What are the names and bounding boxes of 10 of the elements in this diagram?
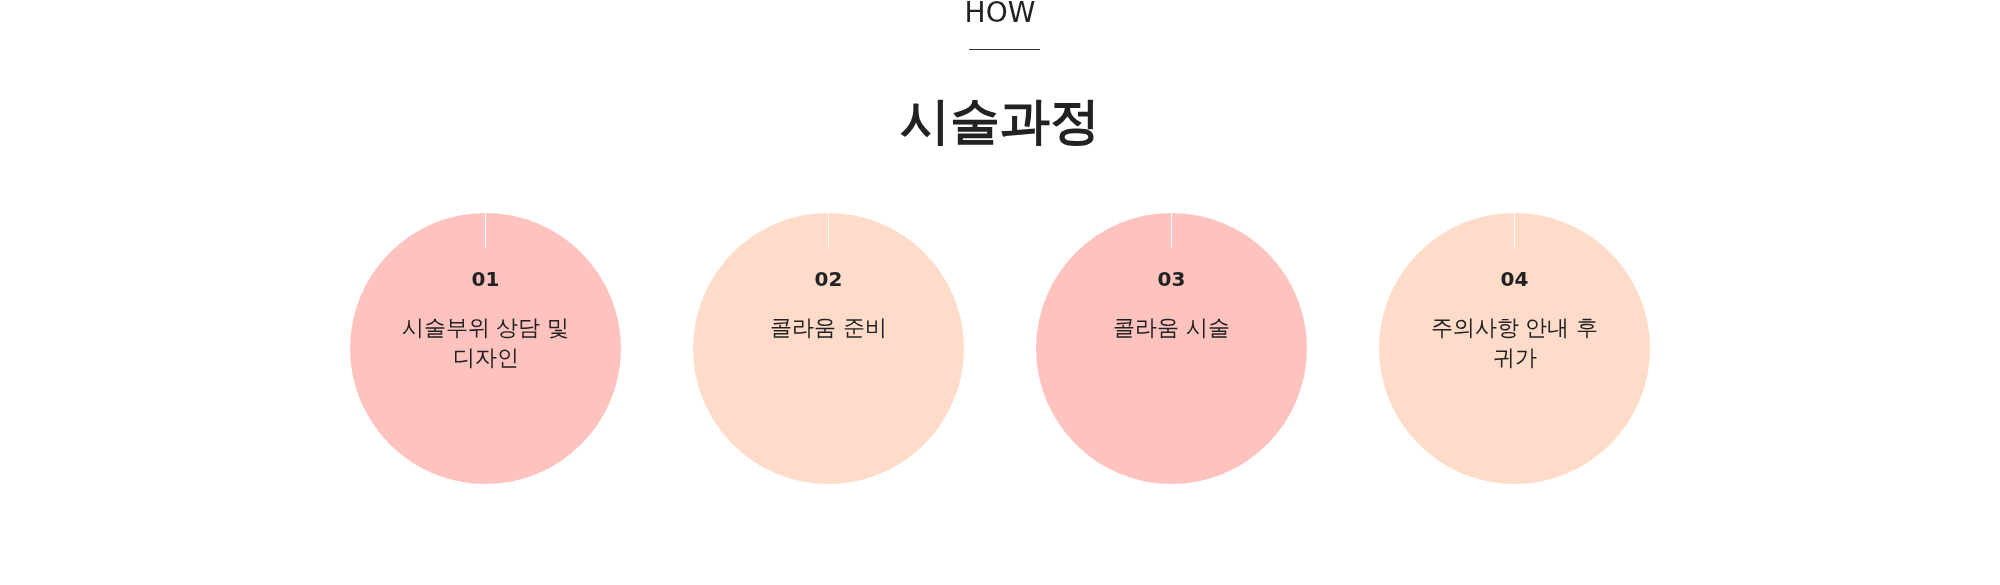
step-text: 콜라움 시술 [1112, 314, 1231, 342]
step-text: 시술부위 상담 및 디자인 [400, 314, 571, 372]
section-label: HOW [964, 0, 1036, 29]
title: 시술과정 [900, 91, 1100, 152]
step-text: 주의사항 안내 후 귀가 [1429, 314, 1600, 372]
step-number: 03 [1156, 267, 1187, 291]
step-number: 01 [470, 267, 501, 291]
step-number: 02 [813, 267, 844, 291]
step-text: 콜라움 준비 [769, 314, 888, 342]
step-number: 04 [1499, 267, 1530, 291]
